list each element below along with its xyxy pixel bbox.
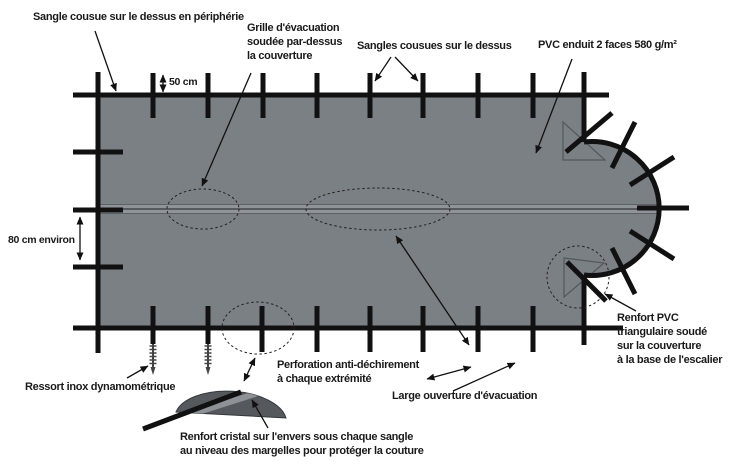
label-sangle-peripherie: Sangle cousue sur le dessus en périphéri… xyxy=(33,11,244,23)
label-perforation: Perforation anti-déchirement à chaque ex… xyxy=(277,359,419,385)
drain-grille-ellipse-1 xyxy=(166,188,240,230)
drain-grille-ellipse-2 xyxy=(305,187,451,231)
perforation-circle xyxy=(221,301,295,355)
dimension-80cm: 80 cm environ xyxy=(8,234,75,246)
label-large-ouverture: Large ouverture d'évacuation xyxy=(392,390,538,402)
annotation-arrows xyxy=(76,30,637,429)
triangle-detail-circle xyxy=(546,245,610,309)
label-grille-evacuation: Grille d'évacuation soudée par-dessus la… xyxy=(247,22,343,62)
left-straps xyxy=(73,149,123,270)
dimension-50cm: 50 cm xyxy=(169,76,198,88)
label-sangles-dessus: Sangles cousues sur le dessus xyxy=(357,40,512,52)
detail-callout-shapes xyxy=(166,187,610,355)
drain-band xyxy=(98,204,659,214)
spring-icon xyxy=(149,344,212,375)
top-straps xyxy=(150,73,536,118)
label-ressort-inox: Ressort inox dynamométrique xyxy=(25,381,176,393)
label-renfort-cristal: Renfort cristal sur l'envers sous chaque… xyxy=(180,431,424,457)
label-renfort-pvc: Renfort PVC triangulaire soudé sur la co… xyxy=(617,312,723,366)
stair-bump-straps xyxy=(564,111,689,303)
label-pvc-enduit: PVC enduit 2 faces 580 g/m² xyxy=(538,39,677,51)
